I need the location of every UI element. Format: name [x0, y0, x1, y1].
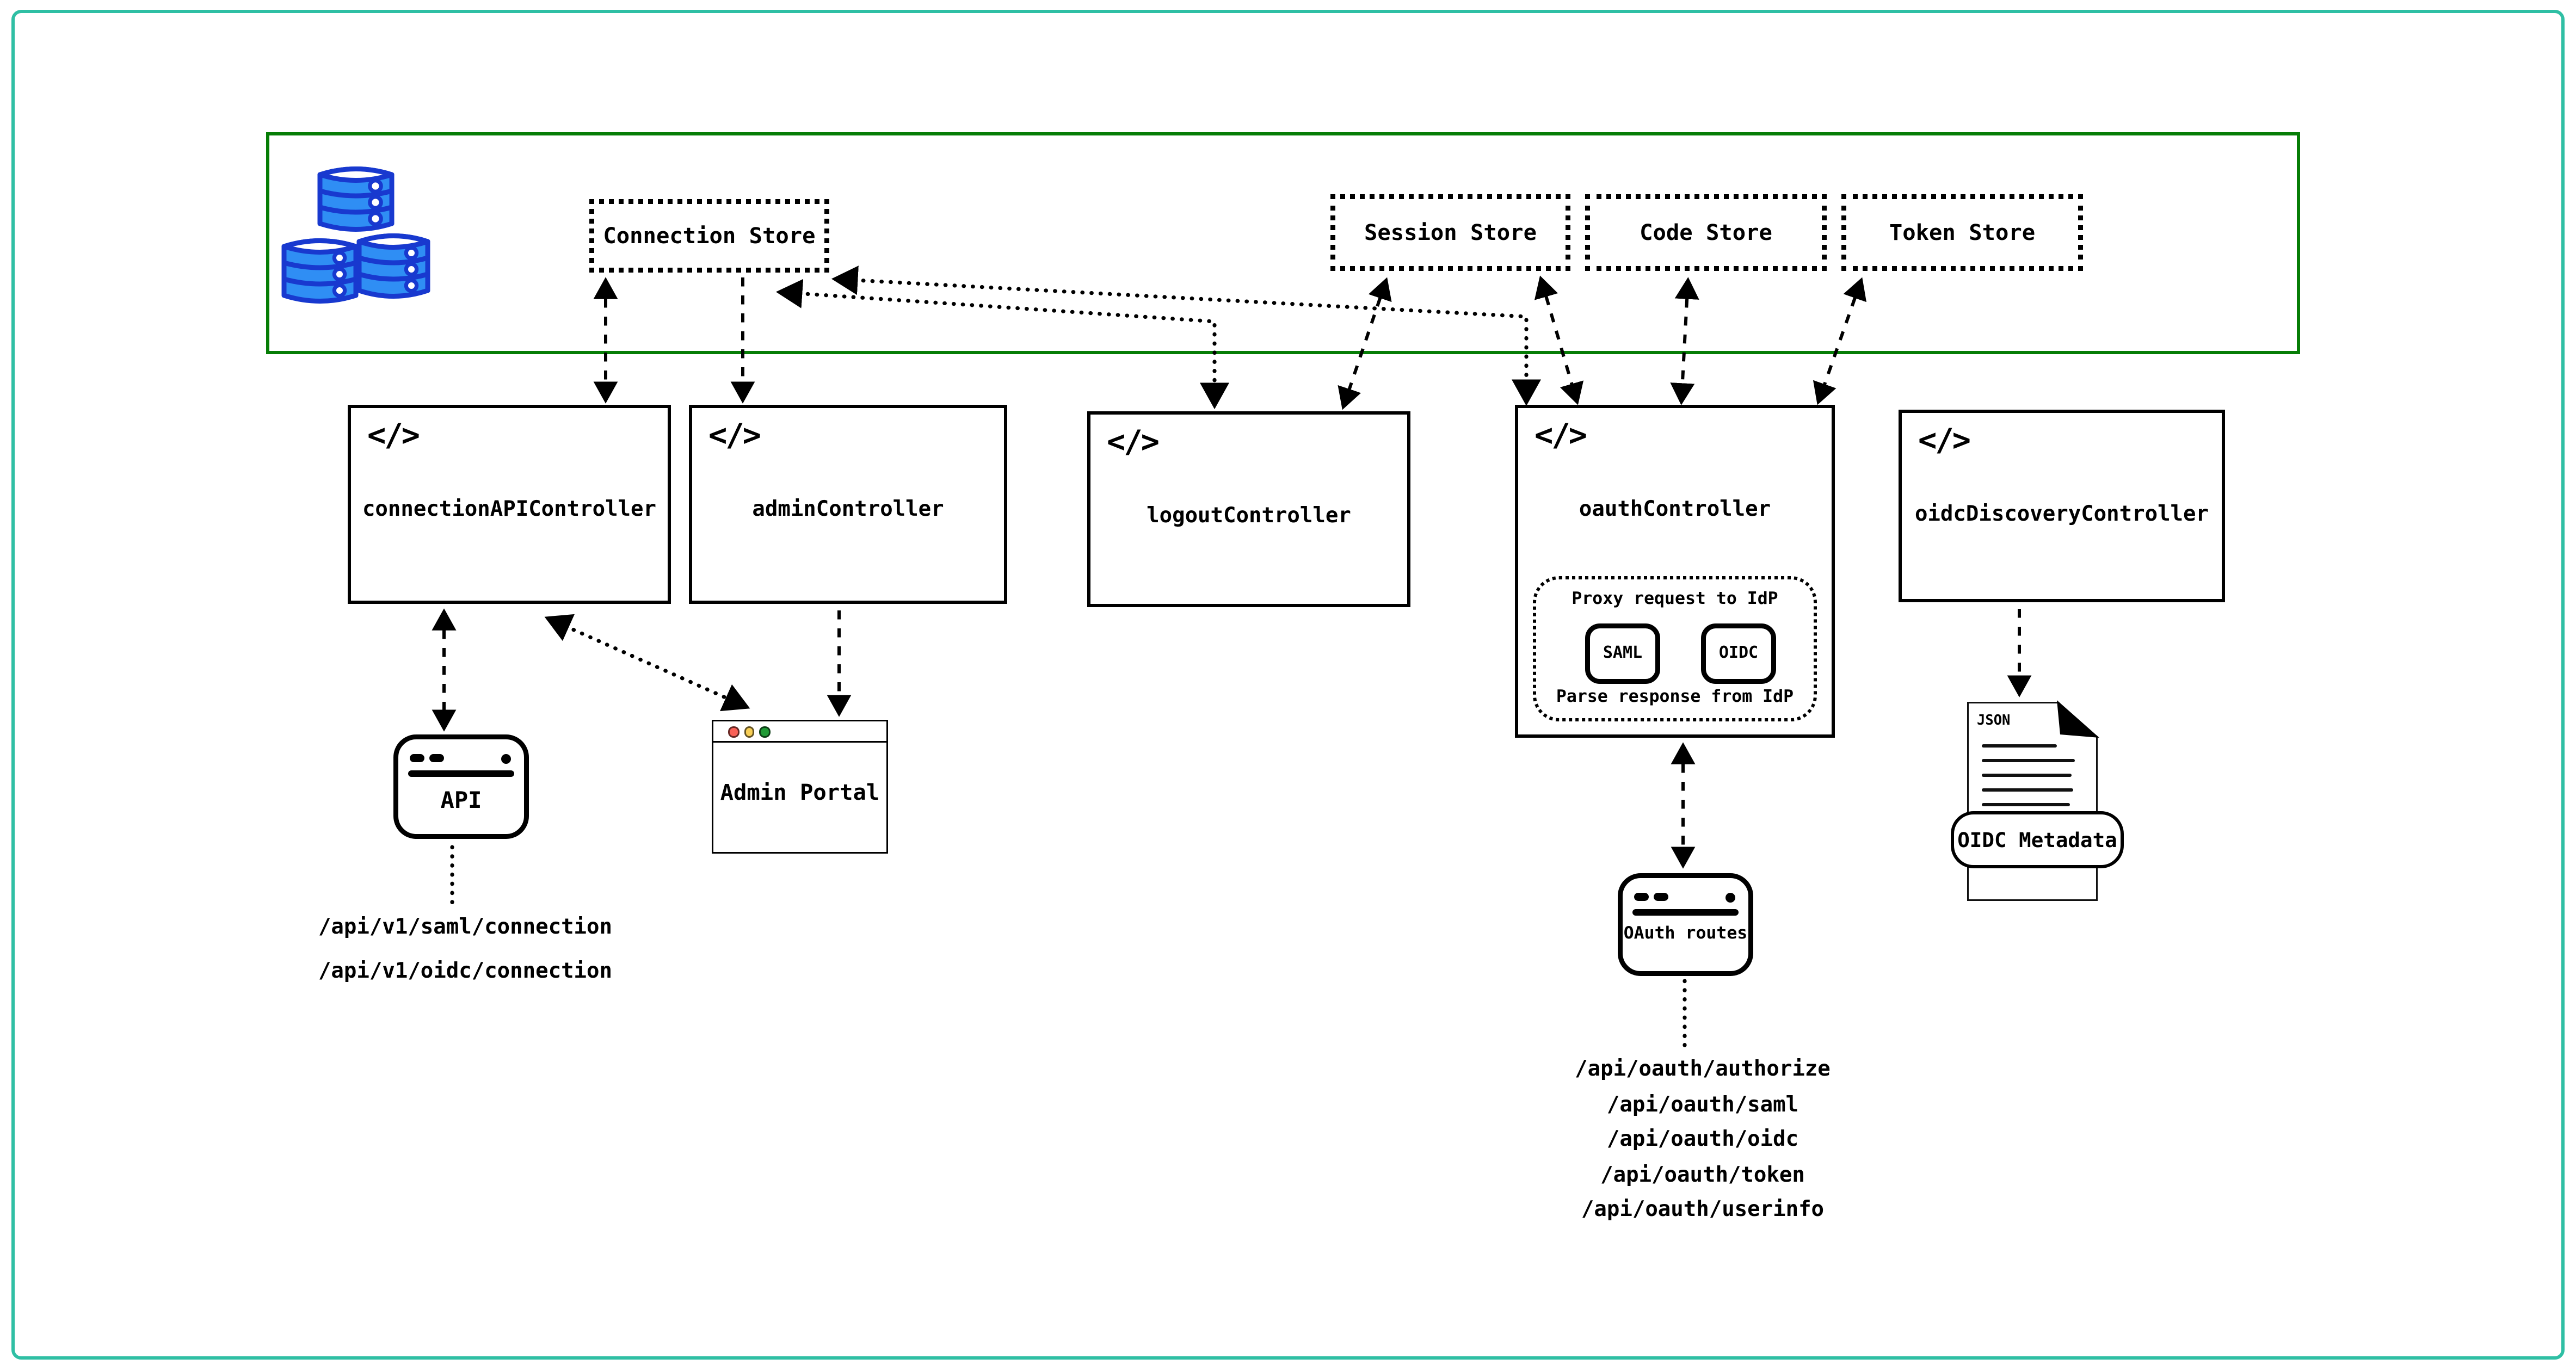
- outer-frame: [11, 10, 2565, 1361]
- oauth-controller-label: oauthController: [1579, 498, 1771, 522]
- idp-proxy-box: Proxy request to IdP SAML OIDC Parse res…: [1533, 576, 1817, 721]
- window-control-icon: [1725, 892, 1735, 902]
- oidc-label: OIDC: [1718, 645, 1759, 663]
- code-store-box: Code Store: [1585, 194, 1827, 271]
- oauth-path: /api/oauth/authorize: [1575, 1058, 1831, 1082]
- parse-response-label: Parse response from IdP: [1556, 687, 1794, 707]
- token-store-label: Token Store: [1889, 219, 2036, 246]
- saml-protocol-box: SAML: [1585, 623, 1660, 684]
- folded-corner-icon: [2056, 700, 2099, 738]
- window-control-icon: [429, 754, 444, 762]
- session-store-label: Session Store: [1364, 219, 1537, 246]
- oidc-protocol-box: OIDC: [1701, 623, 1776, 684]
- oauth-routes-label: OAuth routes: [1623, 924, 1748, 943]
- admin-portal-label: Admin Portal: [720, 780, 880, 806]
- code-icon: </>: [708, 418, 761, 454]
- oauth-path: /api/oauth/saml: [1606, 1092, 1799, 1117]
- oauth-path: /api/oauth/userinfo: [1581, 1199, 1825, 1224]
- json-file-type-label: JSON: [1977, 713, 2011, 730]
- api-path: /api/v1/saml/connection: [318, 916, 612, 940]
- api-window-label: API: [440, 788, 482, 814]
- browser-title-bar: [713, 721, 886, 742]
- code-icon: </>: [1107, 424, 1160, 460]
- proxy-request-label: Proxy request to IdP: [1572, 589, 1778, 609]
- oidc-discovery-controller-box: </> oidcDiscoveryController: [1899, 410, 2225, 602]
- admin-controller-box: </> adminController: [689, 405, 1007, 604]
- window-control-icon: [1654, 893, 1668, 901]
- connection-api-paths: /api/v1/saml/connection /api/v1/oidc/con…: [286, 917, 645, 997]
- oidc-metadata-banner: OIDC Metadata: [1951, 811, 2124, 868]
- maximize-traffic-light-icon: [759, 726, 770, 737]
- document-text-line: [1982, 788, 2073, 792]
- connection-store-label: Connection Store: [603, 223, 816, 249]
- minimize-traffic-light-icon: [743, 726, 755, 737]
- api-window: API: [393, 734, 529, 839]
- code-store-label: Code Store: [1640, 219, 1772, 246]
- saml-label: SAML: [1603, 645, 1643, 663]
- oauth-path: /api/oauth/token: [1600, 1163, 1805, 1188]
- admin-controller-label: adminController: [752, 498, 944, 522]
- logout-controller-box: </> logoutController: [1087, 411, 1410, 607]
- window-control-icon: [501, 753, 511, 763]
- oidc-discovery-controller-label: oidcDiscoveryController: [1914, 503, 2209, 527]
- code-icon: </>: [367, 418, 420, 454]
- oidc-metadata-label: OIDC Metadata: [1957, 827, 2117, 852]
- oauth-controller-box: </> oauthController Proxy request to IdP…: [1515, 405, 1835, 738]
- document-text-line: [1982, 774, 2072, 777]
- oauth-routes-window: OAuth routes: [1618, 873, 1753, 976]
- document-text-line: [1982, 744, 2057, 748]
- oauth-path: /api/oauth/oidc: [1606, 1128, 1799, 1153]
- database-icon: [281, 166, 430, 304]
- api-path: /api/v1/oidc/connection: [318, 960, 612, 984]
- document-text-line: [1982, 803, 2070, 806]
- window-title-bar: [1632, 909, 1739, 915]
- connection-api-controller-box: </> connectionAPIController: [348, 405, 671, 604]
- close-traffic-light-icon: [728, 726, 739, 737]
- window-title-bar: [408, 770, 514, 776]
- oauth-endpoint-paths: /api/oauth/authorize /api/oauth/saml /ap…: [1523, 1059, 1882, 1236]
- connection-store-box: Connection Store: [589, 199, 829, 273]
- admin-portal-window: Admin Portal: [712, 720, 888, 854]
- code-icon: </>: [1534, 418, 1587, 454]
- window-control-icon: [1634, 893, 1649, 901]
- document-text-line: [1982, 759, 2075, 762]
- window-control-icon: [410, 754, 424, 762]
- code-icon: </>: [1918, 423, 1971, 459]
- logout-controller-label: logoutController: [1147, 504, 1351, 529]
- connection-api-controller-label: connectionAPIController: [362, 498, 656, 522]
- json-document-icon: JSON: [1967, 700, 2099, 901]
- session-store-box: Session Store: [1330, 194, 1570, 271]
- token-store-box: Token Store: [1841, 194, 2083, 271]
